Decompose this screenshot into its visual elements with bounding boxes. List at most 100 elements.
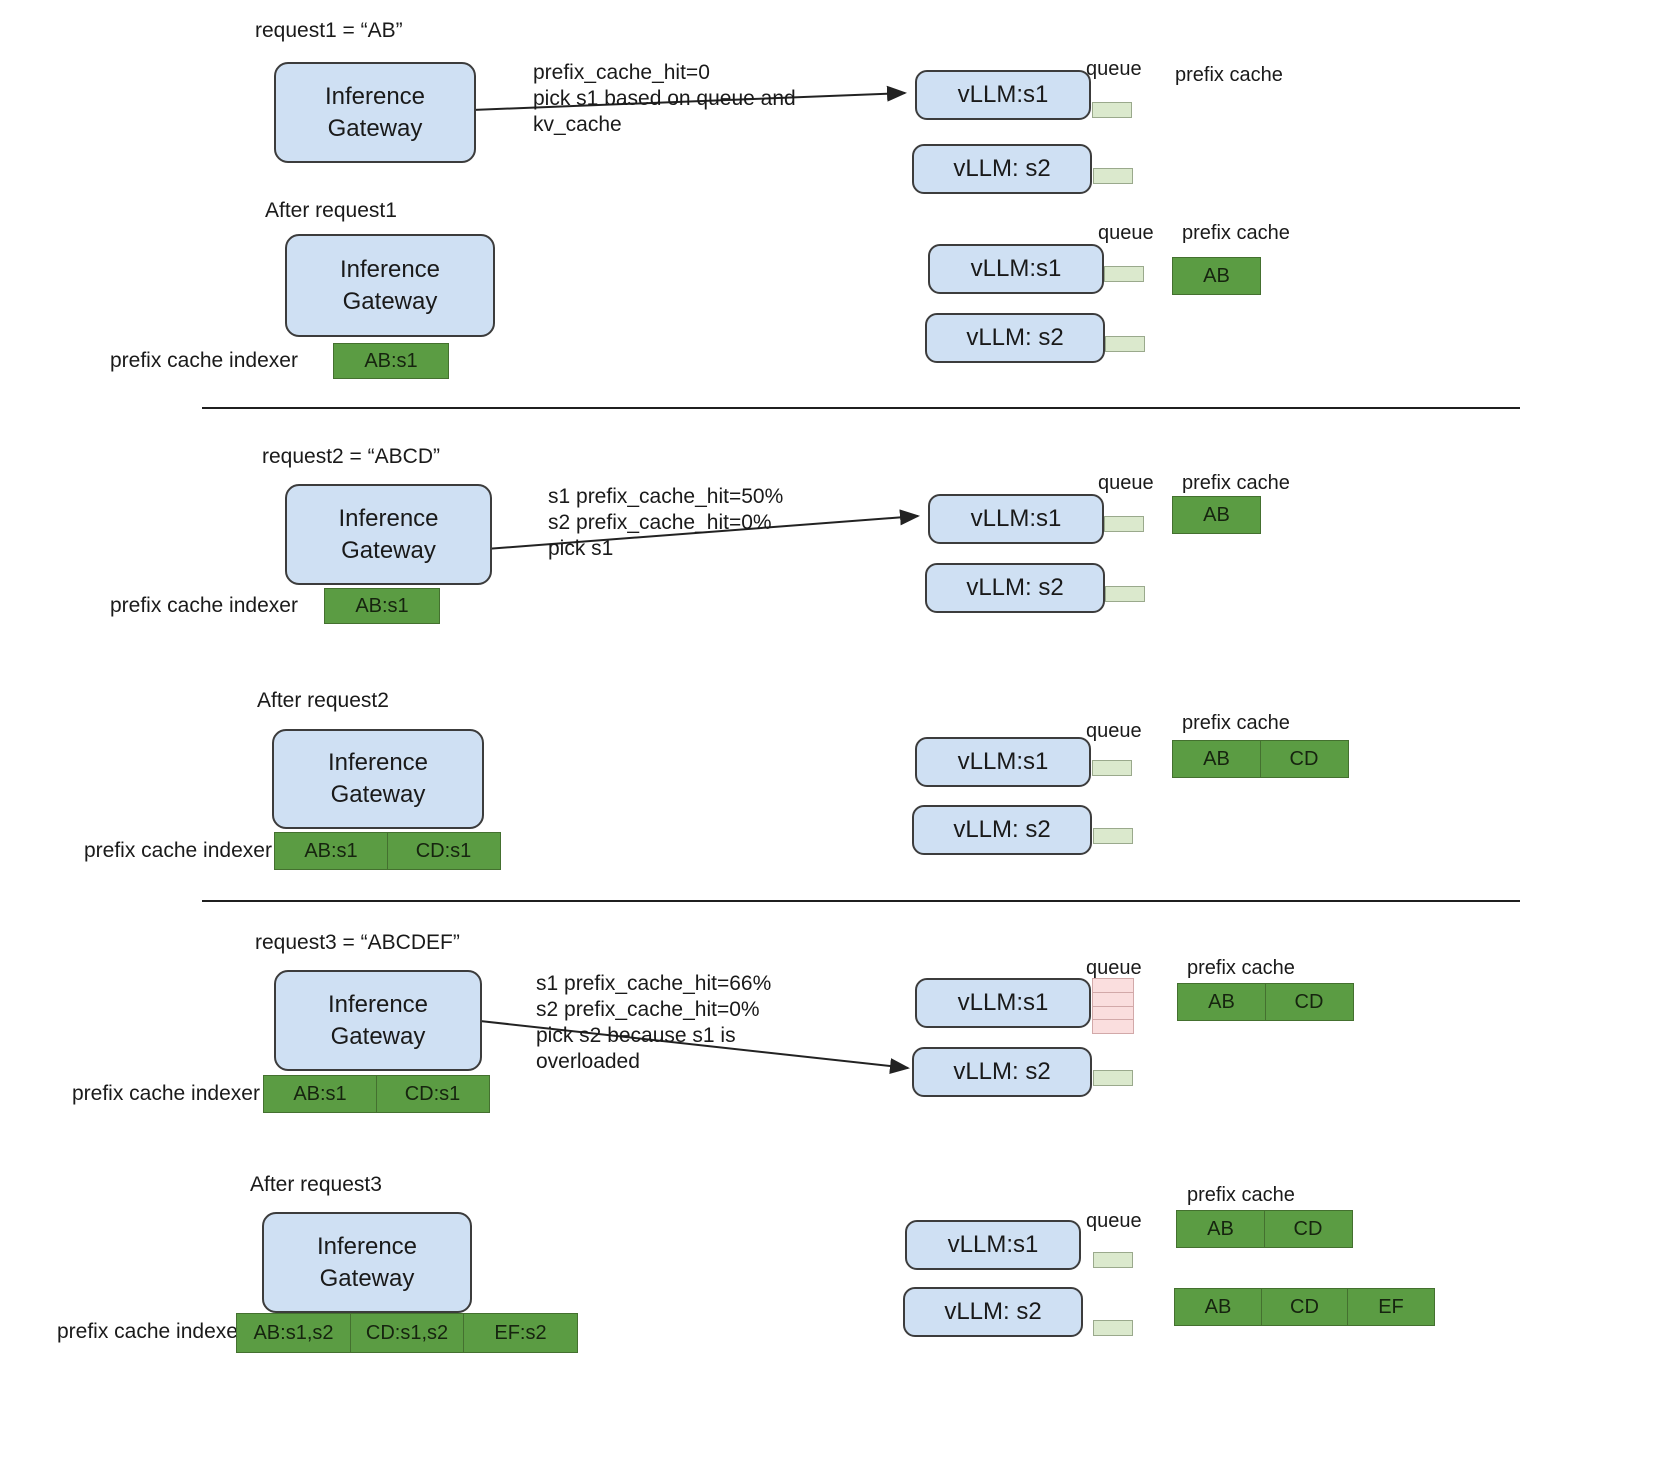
queue-indicator-s1-request3-overloaded bbox=[1092, 978, 1134, 1034]
indexer-caption-after-request2: prefix cache indexer bbox=[84, 839, 272, 862]
indexer-cell: AB:s1,s2 bbox=[236, 1313, 351, 1353]
inference-gateway-request2: Inference Gateway bbox=[285, 484, 492, 585]
server-vllm-s2-after-request2: vLLM: s2 bbox=[912, 805, 1092, 855]
prefix-cache-caption-request2: prefix cache bbox=[1182, 472, 1290, 494]
prefix-cache-cell: AB bbox=[1172, 496, 1261, 534]
server-vllm-s1-after-request2: vLLM:s1 bbox=[915, 737, 1091, 787]
queue-caption-request1: queue bbox=[1086, 58, 1142, 80]
prefix-cache-s1-after-request2: AB CD bbox=[1172, 740, 1349, 778]
queue-caption-request3: queue bbox=[1086, 957, 1142, 979]
prefix-cache-indexer-request3: AB:s1 CD:s1 bbox=[263, 1075, 490, 1113]
queue-indicator-s1-after-request3 bbox=[1093, 1252, 1133, 1268]
gateway-label: Inference bbox=[338, 504, 439, 532]
prefix-cache-indexer-request2: AB:s1 bbox=[324, 588, 440, 624]
queue-indicator-s2-request1 bbox=[1093, 168, 1133, 184]
gateway-label: Gateway bbox=[327, 114, 423, 142]
indexer-cell: AB:s1 bbox=[324, 588, 440, 624]
queue-indicator-s1-request2 bbox=[1104, 516, 1144, 532]
server-vllm-s1-after-request1: vLLM:s1 bbox=[928, 244, 1104, 294]
queue-indicator-s2-after-request3 bbox=[1093, 1320, 1133, 1336]
prefix-cache-cell: AB bbox=[1174, 1288, 1262, 1326]
queue-indicator-s2-after-request2 bbox=[1093, 828, 1133, 844]
gateway-label: Gateway bbox=[342, 287, 438, 315]
prefix-cache-indexer-after-request3: AB:s1,s2 CD:s1,s2 EF:s2 bbox=[236, 1313, 578, 1353]
prefix-cache-cell: CD bbox=[1260, 1288, 1349, 1326]
prefix-cache-s1-after-request3: AB CD bbox=[1176, 1210, 1353, 1248]
section-divider-1 bbox=[202, 407, 1520, 409]
prefix-cache-caption-after-request3: prefix cache bbox=[1187, 1184, 1295, 1206]
gateway-label: Gateway bbox=[330, 781, 426, 808]
queue-caption-after-request3: queue bbox=[1086, 1210, 1142, 1232]
annotation-request3: s1 prefix_cache_hit=66% s2 prefix_cache_… bbox=[536, 972, 772, 1073]
prefix-cache-cell: CD bbox=[1264, 983, 1354, 1021]
gateway-label: Inference bbox=[327, 990, 429, 1018]
server-vllm-s2-after-request1: vLLM: s2 bbox=[925, 313, 1105, 363]
indexer-caption-request2: prefix cache indexer bbox=[110, 594, 298, 617]
server-vllm-s1-after-request3: vLLM:s1 bbox=[905, 1220, 1081, 1270]
prefix-cache-indexer-after-request2: AB:s1 CD:s1 bbox=[274, 832, 501, 870]
gateway-label: Gateway bbox=[319, 1264, 415, 1292]
prefix-cache-cell: AB bbox=[1177, 983, 1266, 1021]
server-vllm-s2-after-request3: vLLM: s2 bbox=[903, 1287, 1083, 1337]
gateway-label: Gateway bbox=[330, 1022, 426, 1050]
queue-indicator-s1-request1 bbox=[1092, 102, 1132, 118]
section-title-after-request2: After request2 bbox=[257, 689, 389, 712]
gateway-label: Gateway bbox=[341, 536, 436, 564]
queue-slot bbox=[1093, 1007, 1133, 1021]
queue-indicator-s2-request2 bbox=[1105, 586, 1145, 602]
prefix-cache-cell: EF bbox=[1347, 1288, 1435, 1326]
prefix-cache-caption-request1: prefix cache bbox=[1175, 64, 1283, 86]
queue-indicator-s1-after-request1 bbox=[1104, 266, 1144, 282]
server-vllm-s1-request3: vLLM:s1 bbox=[915, 978, 1091, 1028]
prefix-cache-caption-request3: prefix cache bbox=[1187, 957, 1295, 979]
annotation-request2: s1 prefix_cache_hit=50% s2 prefix_cache_… bbox=[548, 485, 784, 560]
gateway-label: Inference bbox=[327, 749, 429, 776]
indexer-cell: CD:s1,s2 bbox=[349, 1313, 465, 1353]
indexer-cell: AB:s1 bbox=[274, 832, 388, 870]
section-title-request3: request3 = “ABCDEF” bbox=[255, 931, 460, 954]
gateway-label: Inference bbox=[316, 1232, 418, 1260]
prefix-cache-cell: AB bbox=[1172, 257, 1261, 295]
queue-indicator-s2-request3 bbox=[1093, 1070, 1133, 1086]
inference-gateway-request3: Inference Gateway bbox=[274, 970, 482, 1071]
inference-gateway-request1: Inference Gateway bbox=[274, 62, 476, 163]
queue-caption-after-request1: queue bbox=[1098, 222, 1154, 244]
indexer-cell: AB:s1 bbox=[333, 343, 449, 379]
prefix-cache-cell: AB bbox=[1176, 1210, 1265, 1248]
prefix-cache-caption-after-request1: prefix cache bbox=[1182, 222, 1290, 244]
queue-slot bbox=[1093, 1020, 1133, 1033]
section-title-request2: request2 = “ABCD” bbox=[262, 445, 440, 468]
prefix-cache-cell: CD bbox=[1259, 740, 1349, 778]
queue-slot bbox=[1093, 993, 1133, 1007]
queue-caption-request2: queue bbox=[1098, 472, 1154, 494]
section-divider-2 bbox=[202, 900, 1520, 902]
prefix-cache-s1-after-request1: AB bbox=[1172, 257, 1261, 295]
prefix-cache-cell: AB bbox=[1172, 740, 1261, 778]
queue-indicator-s2-after-request1 bbox=[1105, 336, 1145, 352]
prefix-cache-s1-request3: AB CD bbox=[1177, 983, 1354, 1021]
annotation-request1: prefix_cache_hit=0 pick s1 based on queu… bbox=[533, 61, 796, 136]
prefix-cache-cell: CD bbox=[1263, 1210, 1353, 1248]
indexer-caption-after-request3: prefix cache indexer bbox=[57, 1320, 245, 1343]
prefix-cache-s2-after-request3: AB CD EF bbox=[1174, 1288, 1435, 1326]
prefix-cache-s1-request2: AB bbox=[1172, 496, 1261, 534]
indexer-caption-after-request1: prefix cache indexer bbox=[110, 349, 298, 372]
queue-indicator-s1-after-request2 bbox=[1092, 760, 1132, 776]
queue-caption-after-request2: queue bbox=[1086, 720, 1142, 742]
server-vllm-s1-request1: vLLM:s1 bbox=[915, 70, 1091, 120]
gateway-label: Inference bbox=[339, 255, 441, 283]
section-title-request1: request1 = “AB” bbox=[255, 19, 403, 42]
section-title-after-request3: After request3 bbox=[250, 1173, 382, 1196]
inference-gateway-after-request3: Inference Gateway bbox=[262, 1212, 472, 1313]
section-title-after-request1: After request1 bbox=[265, 199, 397, 222]
gateway-label: Inference bbox=[324, 82, 426, 110]
indexer-caption-request3: prefix cache indexer bbox=[72, 1082, 260, 1105]
queue-slot bbox=[1093, 979, 1133, 993]
server-vllm-s2-request3: vLLM: s2 bbox=[912, 1047, 1092, 1097]
indexer-cell: AB:s1 bbox=[263, 1075, 377, 1113]
server-vllm-s1-request2: vLLM:s1 bbox=[928, 494, 1104, 544]
indexer-cell: CD:s1 bbox=[375, 1075, 490, 1113]
server-vllm-s2-request1: vLLM: s2 bbox=[912, 144, 1092, 194]
